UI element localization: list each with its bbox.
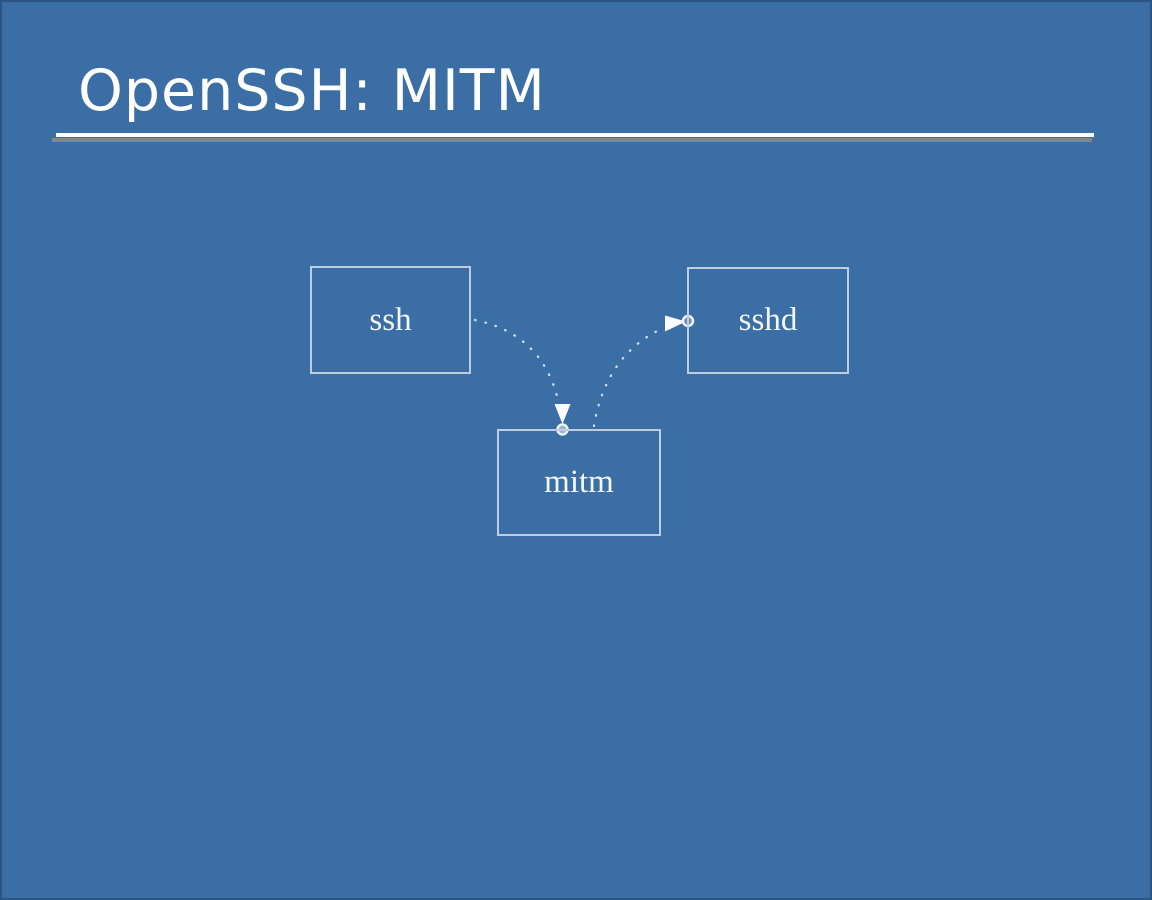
node-ssh-label: ssh: [369, 301, 412, 338]
slide-title: OpenSSH: MITM: [78, 58, 546, 124]
node-mitm: mitm: [497, 429, 661, 536]
edge-ssh-to-mitm: [473, 318, 560, 402]
node-sshd: sshd: [687, 267, 849, 374]
node-ssh: ssh: [310, 266, 471, 374]
node-sshd-label: sshd: [738, 302, 798, 338]
node-mitm-label: mitm: [544, 464, 614, 500]
arrowhead-right-icon: [665, 315, 686, 332]
title-underline-shadow: [52, 138, 1092, 142]
edge-mitm-to-sshd: [592, 328, 661, 428]
title-underline: [56, 133, 1094, 137]
arrowhead-down-icon: [554, 404, 571, 424]
